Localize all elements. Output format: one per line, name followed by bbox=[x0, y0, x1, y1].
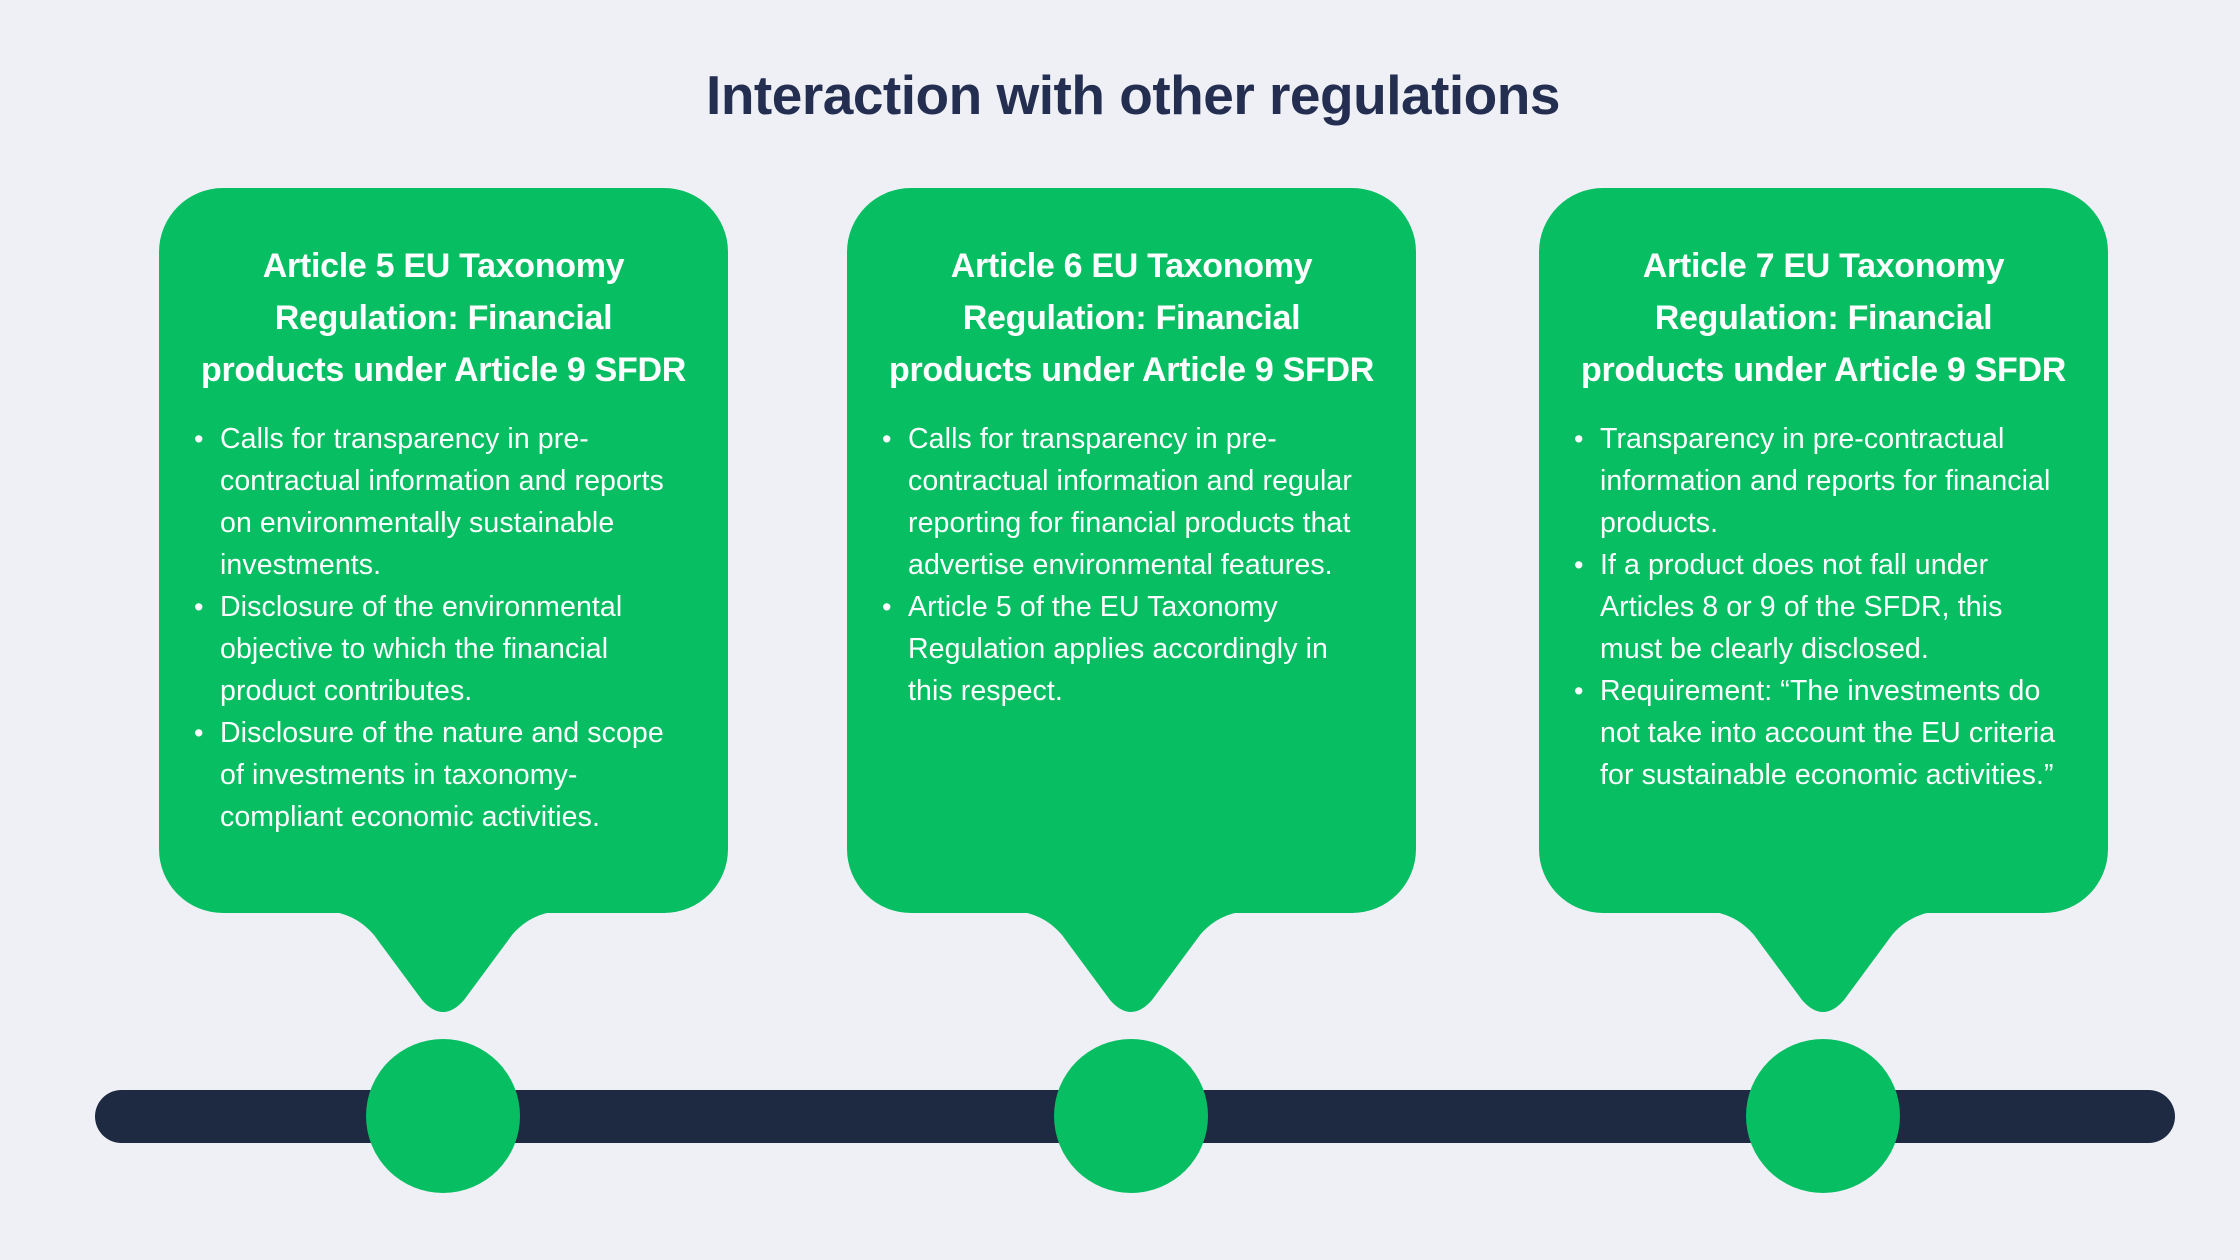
bullet-item: • Calls for transparency in pre-contract… bbox=[882, 418, 1368, 586]
bullet-text: Calls for transparency in pre-contractua… bbox=[908, 423, 1352, 581]
bullet-text: Disclosure of the environmental objectiv… bbox=[220, 591, 623, 707]
bullet-icon: • bbox=[882, 424, 892, 454]
bullet-text: Requirement: “The investments do not tak… bbox=[1600, 675, 2056, 791]
bullet-list: • Transparency in pre-contractual inform… bbox=[1574, 418, 2060, 796]
bullet-item: • Requirement: “The investments do not t… bbox=[1574, 670, 2060, 796]
bullet-icon: • bbox=[1574, 424, 1584, 454]
bullet-item: • Disclosure of the environmental object… bbox=[194, 586, 680, 712]
card-title-line: Article 7 EU Taxonomy bbox=[1642, 247, 2005, 285]
bullet-text: Disclosure of the nature and scope of in… bbox=[220, 717, 664, 833]
card-title-line: Regulation: Financial bbox=[274, 299, 613, 337]
bullet-list: • Calls for transparency in pre-contract… bbox=[194, 418, 680, 838]
timeline-node bbox=[1054, 1039, 1208, 1193]
bullet-text: Calls for transparency in pre-contractua… bbox=[220, 423, 664, 581]
card-title-line: Regulation: Financial bbox=[1654, 299, 1993, 337]
card-article-5: Article 5 EU Taxonomy Regulation: Financ… bbox=[159, 188, 728, 913]
bullet-icon: • bbox=[1574, 550, 1584, 580]
card-title-line: Article 6 EU Taxonomy bbox=[950, 247, 1313, 285]
bullet-icon: • bbox=[194, 424, 204, 454]
bullet-list: • Calls for transparency in pre-contract… bbox=[882, 418, 1368, 712]
speech-tail bbox=[1710, 911, 1936, 1012]
speech-tail bbox=[330, 911, 556, 1012]
card-title: Article 5 EU Taxonomy Regulation: Financ… bbox=[159, 240, 728, 396]
bullet-text: Article 5 of the EU Taxonomy Regulation … bbox=[908, 591, 1328, 707]
card-article-6: Article 6 EU Taxonomy Regulation: Financ… bbox=[847, 188, 1416, 913]
timeline-node bbox=[366, 1039, 520, 1193]
card-article-7: Article 7 EU Taxonomy Regulation: Financ… bbox=[1539, 188, 2108, 913]
bullet-text: If a product does not fall under Article… bbox=[1600, 549, 2003, 665]
bullet-item: • Transparency in pre-contractual inform… bbox=[1574, 418, 2060, 544]
card-title-line: Regulation: Financial bbox=[962, 299, 1301, 337]
bullet-icon: • bbox=[194, 718, 204, 748]
card-title-line: products under Article 9 SFDR bbox=[889, 351, 1374, 389]
timeline-node bbox=[1746, 1039, 1900, 1193]
bullet-item: • If a product does not fall under Artic… bbox=[1574, 544, 2060, 670]
card-title: Article 6 EU Taxonomy Regulation: Financ… bbox=[847, 240, 1416, 396]
bullet-icon: • bbox=[194, 592, 204, 622]
card-title: Article 7 EU Taxonomy Regulation: Financ… bbox=[1539, 240, 2108, 396]
bullet-item: • Disclosure of the nature and scope of … bbox=[194, 712, 680, 838]
speech-tail bbox=[1018, 911, 1244, 1012]
card-title-line: Article 5 EU Taxonomy bbox=[262, 247, 625, 285]
bullet-item: • Article 5 of the EU Taxonomy Regulatio… bbox=[882, 586, 1368, 712]
card-title-line: products under Article 9 SFDR bbox=[201, 351, 686, 389]
bullet-icon: • bbox=[882, 592, 892, 622]
bullet-icon: • bbox=[1574, 676, 1584, 706]
page-title: Interaction with other regulations bbox=[706, 64, 1560, 126]
bullet-item: • Calls for transparency in pre-contract… bbox=[194, 418, 680, 586]
card-title-line: products under Article 9 SFDR bbox=[1581, 351, 2066, 389]
bullet-text: Transparency in pre-contractual informat… bbox=[1600, 423, 2051, 539]
